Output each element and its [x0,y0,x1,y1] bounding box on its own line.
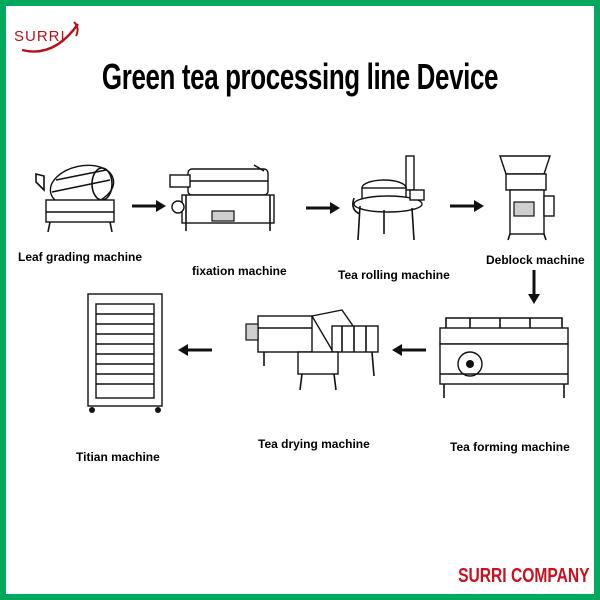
step-label-tea-drying: Tea drying machine [258,437,370,451]
tea-rolling-machine-icon [352,155,425,241]
arrow-down-icon [528,270,540,304]
logo: SURRI [14,18,94,58]
diagram-canvas: SURRI Green tea processing line Device L… [6,6,594,594]
leaf-grading-machine-icon [35,164,115,233]
tea-drying-machine-icon [245,309,379,391]
titian-machine-icon [87,293,163,413]
deblock-machine-icon [499,155,555,241]
fixation-machine-icon [169,164,275,231]
arrow-right-icon [306,202,340,214]
step-label-tea-forming: Tea forming machine [450,440,570,454]
arrow-left-icon [178,344,212,356]
logo-text: SURRI [14,28,66,45]
arrow-right-icon [450,200,484,212]
step-label-leaf-grading: Leaf grading machine [18,250,143,264]
arrow-left-icon [392,344,426,356]
arrow-right-icon [132,200,166,212]
step-label-deblock: Deblock machine [486,253,585,267]
logo-swoosh-icon [21,21,79,53]
tea-forming-machine-icon [439,317,569,398]
step-label-tea-rolling: Tea rolling machine [338,268,450,282]
step-label-titian: Titian machine [76,450,160,464]
diagram-title: Green tea processing line Device [101,56,499,97]
step-label-fixation: fixation machine [192,264,287,278]
company-footer: SURRI COMPANY [458,565,590,587]
